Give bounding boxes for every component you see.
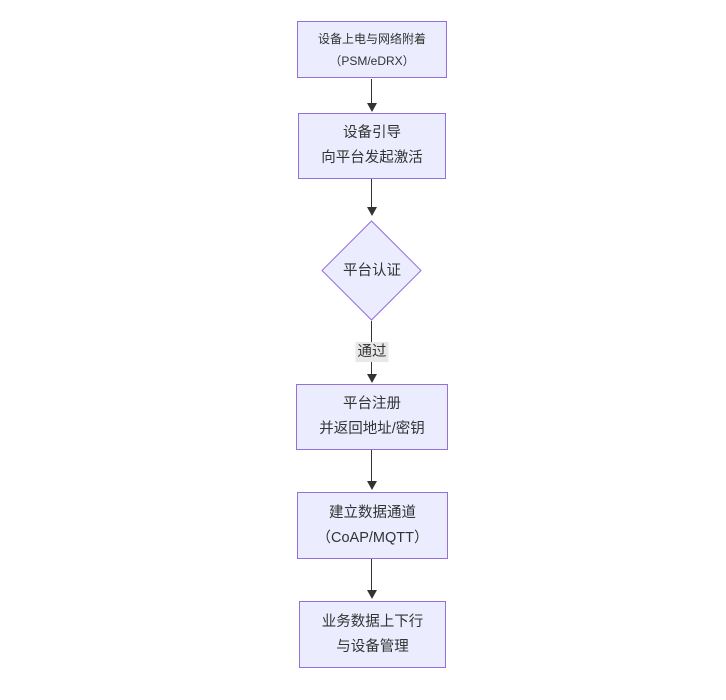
arrowhead-icon [367, 207, 377, 216]
arrowhead-icon [367, 590, 377, 599]
edge-label-pass: 通过 [355, 342, 389, 362]
node-business-data: 业务数据上下行 与设备管理 [299, 601, 446, 668]
arrowhead-icon [367, 481, 377, 490]
node-data-channel-line1: 建立数据通道 [329, 504, 416, 521]
node-register: 平台注册 并返回地址/密钥 [296, 384, 448, 450]
arrowhead-icon [367, 374, 377, 383]
arrow-power-to-bootstrap [371, 79, 372, 103]
node-register-line1: 平台注册 [343, 396, 401, 412]
node-business-data-line2: 与设备管理 [336, 638, 409, 655]
arrow-channel-to-business [371, 559, 372, 590]
node-business-data-line1: 业务数据上下行 [321, 613, 424, 630]
arrow-bootstrap-to-auth [371, 179, 372, 207]
arrow-register-to-channel [371, 450, 372, 481]
node-data-channel: 建立数据通道 （CoAP/MQTT） [297, 492, 448, 559]
node-data-channel-line2: （CoAP/MQTT） [316, 529, 429, 546]
node-register-line2: 并返回地址/密钥 [319, 421, 425, 437]
node-bootstrap-line1: 设备引导 [343, 125, 401, 141]
node-bootstrap: 设备引导 向平台发起激活 [298, 113, 446, 179]
node-power-attach-line1: 设备上电与网络附着 [317, 31, 426, 46]
node-power-attach: 设备上电与网络附着 （PSM/eDRX） [297, 21, 447, 78]
node-power-attach-line2: （PSM/eDRX） [329, 53, 415, 68]
decision-platform-auth-label: 平台认证 [343, 263, 401, 279]
node-bootstrap-line2: 向平台发起激活 [321, 150, 423, 166]
arrowhead-icon [367, 103, 377, 112]
